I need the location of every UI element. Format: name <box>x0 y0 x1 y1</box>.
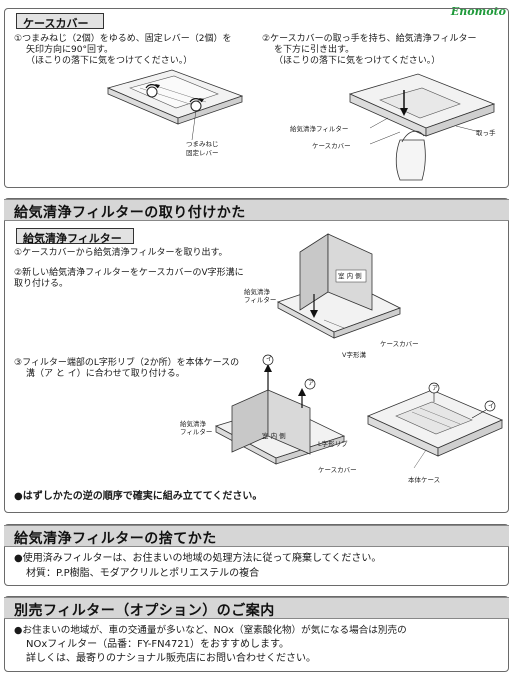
knob-screw-illustration <box>100 66 250 158</box>
case-cover-panel <box>4 8 509 188</box>
case-cover-step1: ①つまみねじ（2個）をゆるめ、固定レバー（2個）を 矢印方向に90°回す。 （ほ… <box>14 34 232 66</box>
disposal-line1: ●使用済みフィルターは、お住まいの地域の処理方法に従って廃棄してください。 <box>14 553 382 564</box>
body-case-label: 本体ケース <box>408 476 441 484</box>
install-panel <box>4 198 509 513</box>
filter-label-1: 給気清浄フィルター <box>290 125 349 133</box>
install-step2: ②新しい給気清浄フィルターをケースカバーのV字形溝に 取り付ける。 <box>14 268 244 289</box>
install-tab: 給気清浄フィルター <box>16 228 134 245</box>
fixing-lever-label: 固定レバー <box>186 149 219 157</box>
l-rib-label: L字形リブ <box>318 440 348 448</box>
install-note: ●はずしかたの逆の順序で確実に組み立ててください。 <box>14 491 263 502</box>
option-line2: NOxフィルター（品番：FY-FN4721）をおすすめします。 <box>26 639 290 650</box>
i-mark-2: イ <box>488 403 495 410</box>
v-groove-illustration <box>268 224 408 354</box>
a-mark-1: ア <box>308 380 315 387</box>
i-mark-1: イ <box>266 356 273 363</box>
v-groove-label: V字形溝 <box>342 351 366 359</box>
install-header: 給気清浄フィルターの取り付けかた <box>4 199 509 221</box>
case-cover-step2: ②ケースカバーの取っ手を持ち、給気清浄フィルター を下方に引き出す。 （ほこりの… <box>262 34 477 66</box>
case-cover-label-3: ケースカバー <box>318 466 357 474</box>
case-cover-label-1: ケースカバー <box>312 142 351 150</box>
handle-label: 取っ手 <box>476 129 496 137</box>
pull-filter-illustration <box>330 70 505 182</box>
disposal-header: 給気清浄フィルターの捨てかた <box>4 525 509 547</box>
case-cover-tab: ケースカバー <box>16 13 104 30</box>
install-title: 給気清浄フィルターの取り付けかた <box>14 205 246 221</box>
knob-screw-label: つまみねじ <box>186 140 219 148</box>
case-cover-label-2: ケースカバー <box>380 340 419 348</box>
room-side-label-2: 室 内 側 <box>262 432 286 440</box>
option-panel <box>4 596 509 672</box>
install-step1: ①ケースカバーから給気清浄フィルターを取り出す。 <box>14 248 228 258</box>
option-title: 別売フィルター（オプション）のご案内 <box>14 603 275 619</box>
body-case-illustration <box>362 368 507 478</box>
disposal-title: 給気清浄フィルターの捨てかた <box>14 531 217 547</box>
option-line3: 詳しくは、最寄りのナショナル販売店にお問い合わせください。 <box>26 653 316 664</box>
a-mark-2: ア <box>432 385 439 392</box>
disposal-line2: 材質：P.P樹脂、モダアクリルとポリエステルの複合 <box>26 568 260 579</box>
room-side-label-1: 室 内 側 <box>338 272 362 280</box>
filter-label-3: 給気清浄 フィルター <box>180 420 213 436</box>
disposal-panel <box>4 524 509 586</box>
l-rib-illustration <box>210 350 350 480</box>
install-step3: ③フィルター端部のL字形リブ（2か所）を本体ケースの 溝（ア と イ）に合わせて… <box>14 358 240 379</box>
option-header: 別売フィルター（オプション）のご案内 <box>4 597 509 619</box>
filter-label-2: 給気清浄 フィルター <box>244 288 277 304</box>
option-line1: ●お住まいの地域が、車の交通量が多いなど、NOx（窒素酸化物）が気になる場合は別… <box>14 625 407 636</box>
